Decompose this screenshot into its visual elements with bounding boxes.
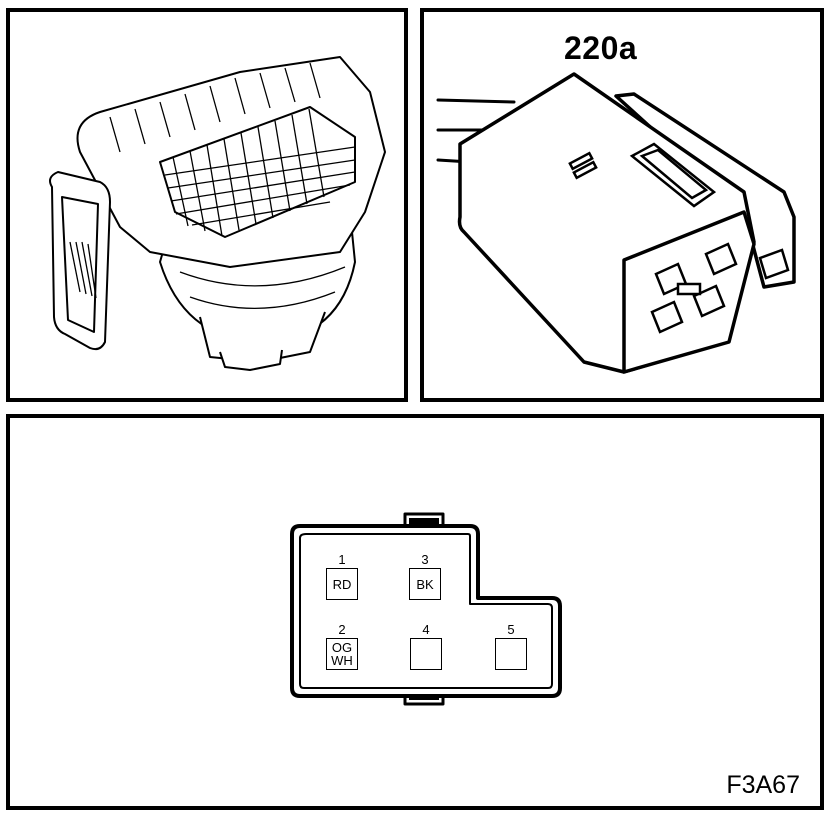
connector-panel: 220a xyxy=(420,8,824,402)
pin-1-cavity: RD xyxy=(326,568,358,600)
connector-id-label: 220a xyxy=(564,30,638,66)
pin-1-number: 1 xyxy=(338,552,346,567)
pin-3-wire-color: BK xyxy=(416,576,434,592)
pin-2-wire-color-1: OG xyxy=(331,640,353,655)
pin-2-cavity: OG WH xyxy=(326,638,358,670)
pin-5-number: 5 xyxy=(507,622,515,637)
pinout-panel: 1 RD 3 BK 2 OG WH 4 5 F3A67 xyxy=(6,414,824,810)
pin-3: 3 BK xyxy=(405,553,445,600)
blower-unit-illustration xyxy=(49,56,386,371)
figure-id-label: F3A67 xyxy=(726,771,800,799)
pin-4-number: 4 xyxy=(422,622,430,637)
connector-face-outline xyxy=(290,512,562,706)
connector-illustration xyxy=(436,72,796,374)
pin-1-wire-color: RD xyxy=(332,576,352,592)
pin-3-cavity: BK xyxy=(409,568,441,600)
pin-3-number: 3 xyxy=(421,552,429,567)
blower-unit-panel xyxy=(6,8,408,402)
pin-2-number: 2 xyxy=(338,622,346,637)
pin-4: 4 xyxy=(406,623,446,670)
pin-5-cavity xyxy=(495,638,527,670)
pin-2: 2 OG WH xyxy=(322,623,362,670)
pin-2-wire-color-2: WH xyxy=(331,653,353,668)
pin-1: 1 RD xyxy=(322,553,362,600)
pin-4-cavity xyxy=(410,638,442,670)
pin-5: 5 xyxy=(491,623,531,670)
